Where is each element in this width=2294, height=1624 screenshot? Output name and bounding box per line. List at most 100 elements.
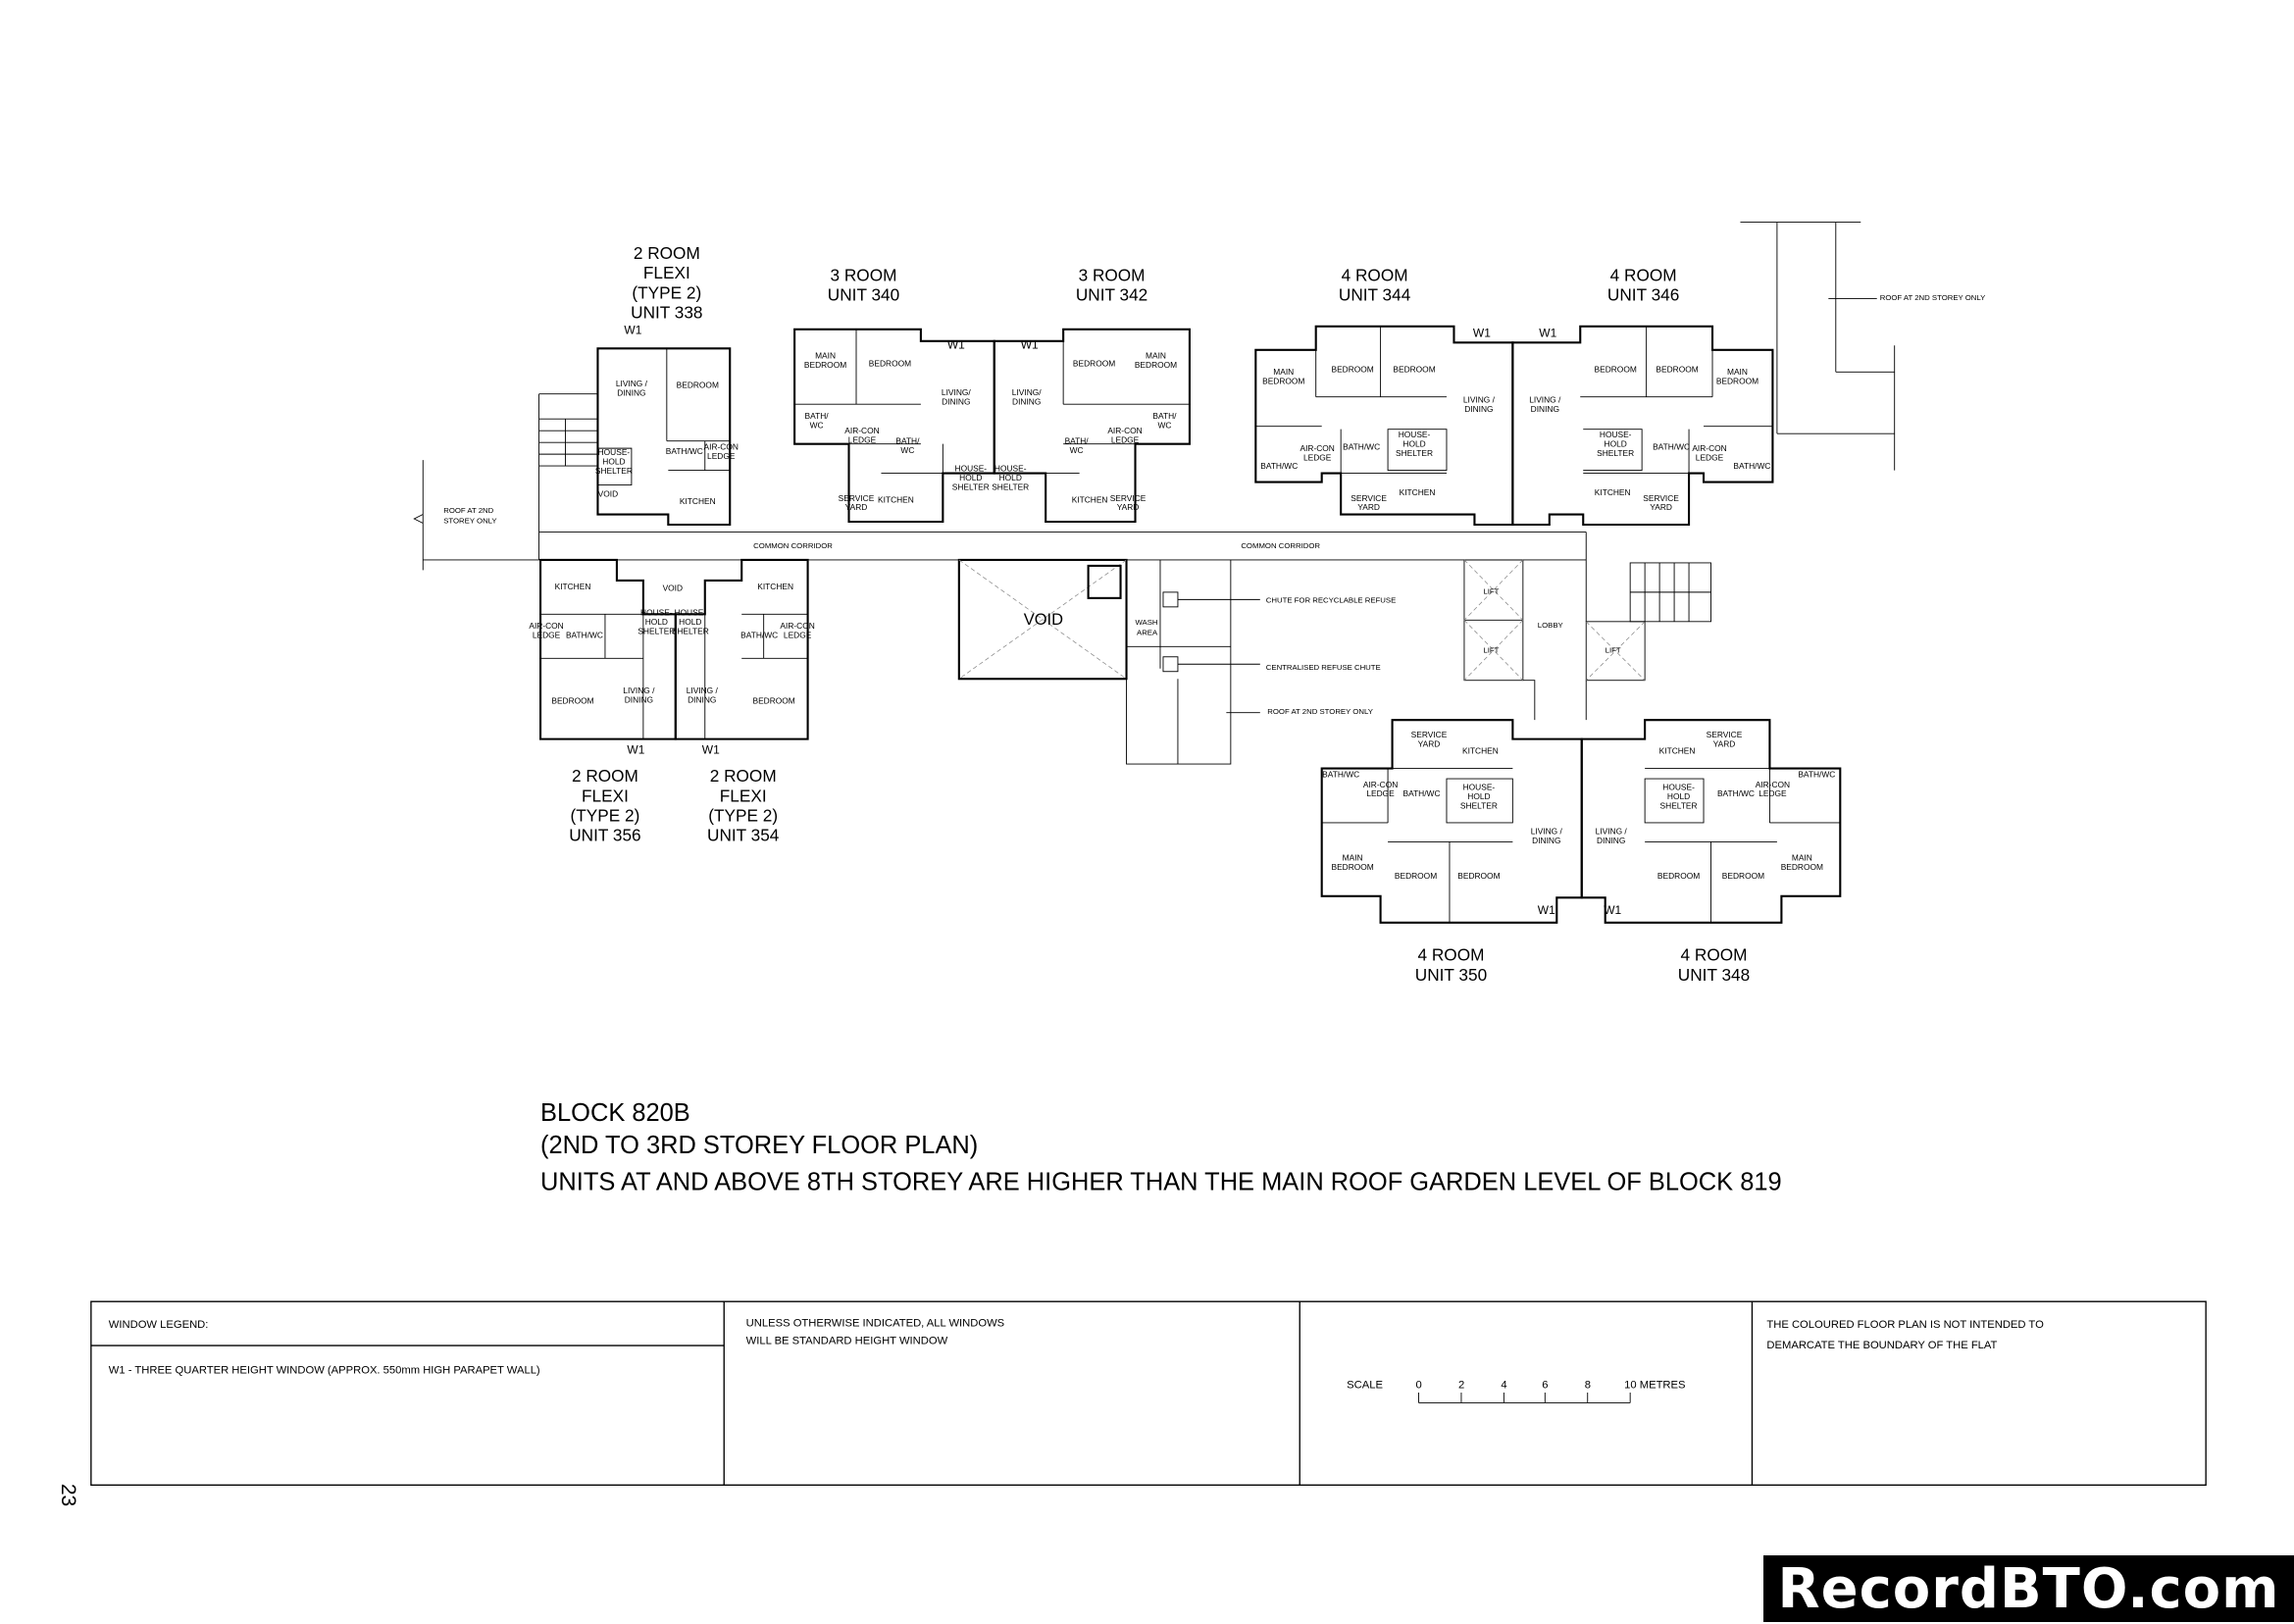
- room-label-line: YARD: [845, 502, 868, 512]
- core-linework: [413, 222, 1896, 765]
- room-label-line: DINING: [1532, 836, 1560, 845]
- unit-title: 2 ROOM: [710, 766, 777, 786]
- room-label-line: BEDROOM: [1073, 358, 1115, 368]
- unit-title: UNIT 354: [707, 826, 780, 845]
- room-label-line: BEDROOM: [1457, 871, 1500, 881]
- room-label: KITCHEN: [1400, 487, 1436, 497]
- room-label-line: HOLD: [1402, 439, 1425, 449]
- roof-right-label: ROOF AT 2ND STOREY ONLY: [1880, 293, 1986, 302]
- page-number: 23: [57, 1484, 79, 1506]
- room-label-line: DINING: [688, 694, 716, 704]
- room-label-line: HOLD: [999, 473, 1022, 482]
- room-label-line: WC: [1157, 420, 1171, 430]
- room-label-line: BEDROOM: [1393, 364, 1435, 374]
- room-label-line: HOLD: [602, 457, 625, 467]
- window-w1-label: W1: [624, 323, 641, 336]
- unit-title: 4 ROOM: [1342, 265, 1408, 284]
- unit-350-shape: [1320, 719, 1583, 924]
- room-label-line: VOID: [663, 583, 683, 592]
- room-label: KITCHEN: [680, 496, 716, 506]
- room-label-line: SERVICE: [1110, 493, 1147, 503]
- room-label: BATH/WC: [1260, 461, 1298, 471]
- scale-tick-2: 2: [1458, 1379, 1464, 1391]
- room-label-line: YARD: [1117, 502, 1140, 512]
- room-label: LIVING /DINING: [1529, 394, 1561, 413]
- unit-title: UNIT 356: [569, 826, 640, 845]
- room-label-line: AIR-CON: [780, 621, 814, 631]
- storey-title: (2ND TO 3RD STOREY FLOOR PLAN): [540, 1132, 978, 1159]
- room-label-line: HOLD: [645, 617, 668, 627]
- unit-title: UNIT 350: [1415, 965, 1487, 985]
- room-label-line: HOUSE-: [1600, 430, 1632, 439]
- unit-title: UNIT 346: [1607, 285, 1679, 305]
- room-label: VOID: [598, 489, 618, 499]
- roof-left-label-2: STOREY ONLY: [443, 517, 497, 526]
- room-label: BATH/WC: [1653, 442, 1690, 452]
- scale-tick-0: 0: [1416, 1379, 1422, 1391]
- room-label-line: BEDROOM: [869, 358, 911, 368]
- room-label-line: HOUSE-: [955, 464, 988, 474]
- unit-title: 2 ROOM: [572, 766, 638, 786]
- room-label-line: BEDROOM: [1656, 364, 1698, 374]
- chute-centralised-label: CENTRALISED REFUSE CHUTE: [1266, 663, 1381, 672]
- room-label: BATH/WC: [1065, 435, 1090, 454]
- room-label-line: BATH/WC: [1653, 442, 1690, 452]
- room-label-line: SERVICE: [1707, 730, 1743, 739]
- window-w1-label: W1: [702, 743, 720, 757]
- window-w1-label: W1: [627, 743, 644, 757]
- room-label-line: KITCHEN: [680, 496, 716, 506]
- room-label-line: YARD: [1650, 502, 1672, 512]
- room-label: BATH/WC: [566, 630, 603, 639]
- window-w1-label: W1: [947, 337, 965, 351]
- room-label-line: BEDROOM: [677, 381, 719, 390]
- room-label: BEDROOM: [1332, 364, 1374, 374]
- room-label-line: KITCHEN: [878, 495, 914, 505]
- corridor-label-left: COMMON CORRIDOR: [753, 541, 833, 550]
- room-label-line: BATH/WC: [1717, 788, 1755, 798]
- room-label-line: HOUSE-: [640, 607, 673, 617]
- unit-title: FLEXI: [582, 786, 629, 805]
- room-label: BATH/WC: [1343, 442, 1380, 452]
- block-title: BLOCK 820B: [540, 1099, 690, 1127]
- unit-354-shape: [674, 558, 809, 740]
- window-w1-label: W1: [1538, 903, 1555, 917]
- room-label: KITCHEN: [555, 582, 591, 591]
- chute-recyclable-label: CHUTE FOR RECYCLABLE REFUSE: [1266, 595, 1396, 604]
- room-label-line: MAIN: [1792, 853, 1812, 863]
- room-label-line: KITCHEN: [1072, 495, 1108, 505]
- room-label-line: DINING: [617, 387, 645, 397]
- wash-area-label-1: WASH: [1136, 618, 1158, 627]
- room-label: VOID: [663, 583, 683, 592]
- partitions: [540, 326, 1841, 923]
- room-label: LIVING /DINING: [1463, 394, 1496, 413]
- room-label: LIVING/DINING: [1012, 387, 1042, 406]
- wash-area-label-2: AREA: [1137, 628, 1158, 636]
- room-label-line: BATH/WC: [566, 630, 603, 639]
- room-label-line: KITCHEN: [1400, 487, 1436, 497]
- room-label-line: SERVICE: [839, 493, 875, 503]
- standard-window-note-1: UNLESS OTHERWISE INDICATED, ALL WINDOWS: [746, 1318, 1004, 1330]
- room-label-line: LIVING /: [687, 685, 719, 695]
- room-label-line: BATH/WC: [666, 446, 703, 456]
- room-label-line: MAIN: [815, 351, 836, 361]
- room-label-line: SHELTER: [1660, 800, 1698, 810]
- disclaimer-2: DEMARCATE THE BOUNDARY OF THE FLAT: [1766, 1340, 1997, 1351]
- room-label-line: SHELTER: [595, 466, 633, 476]
- room-label-line: DINING: [1531, 404, 1559, 414]
- room-label-line: BATH/WC: [1733, 461, 1770, 471]
- room-label-line: DINING: [1464, 404, 1493, 414]
- standard-window-note-2: WILL BE STANDARD HEIGHT WINDOW: [746, 1336, 948, 1347]
- room-label-line: BEDROOM: [1262, 376, 1304, 385]
- room-label-line: BATH/WC: [740, 630, 778, 639]
- room-label-line: BEDROOM: [1395, 871, 1437, 881]
- scale-label: SCALE: [1347, 1379, 1383, 1391]
